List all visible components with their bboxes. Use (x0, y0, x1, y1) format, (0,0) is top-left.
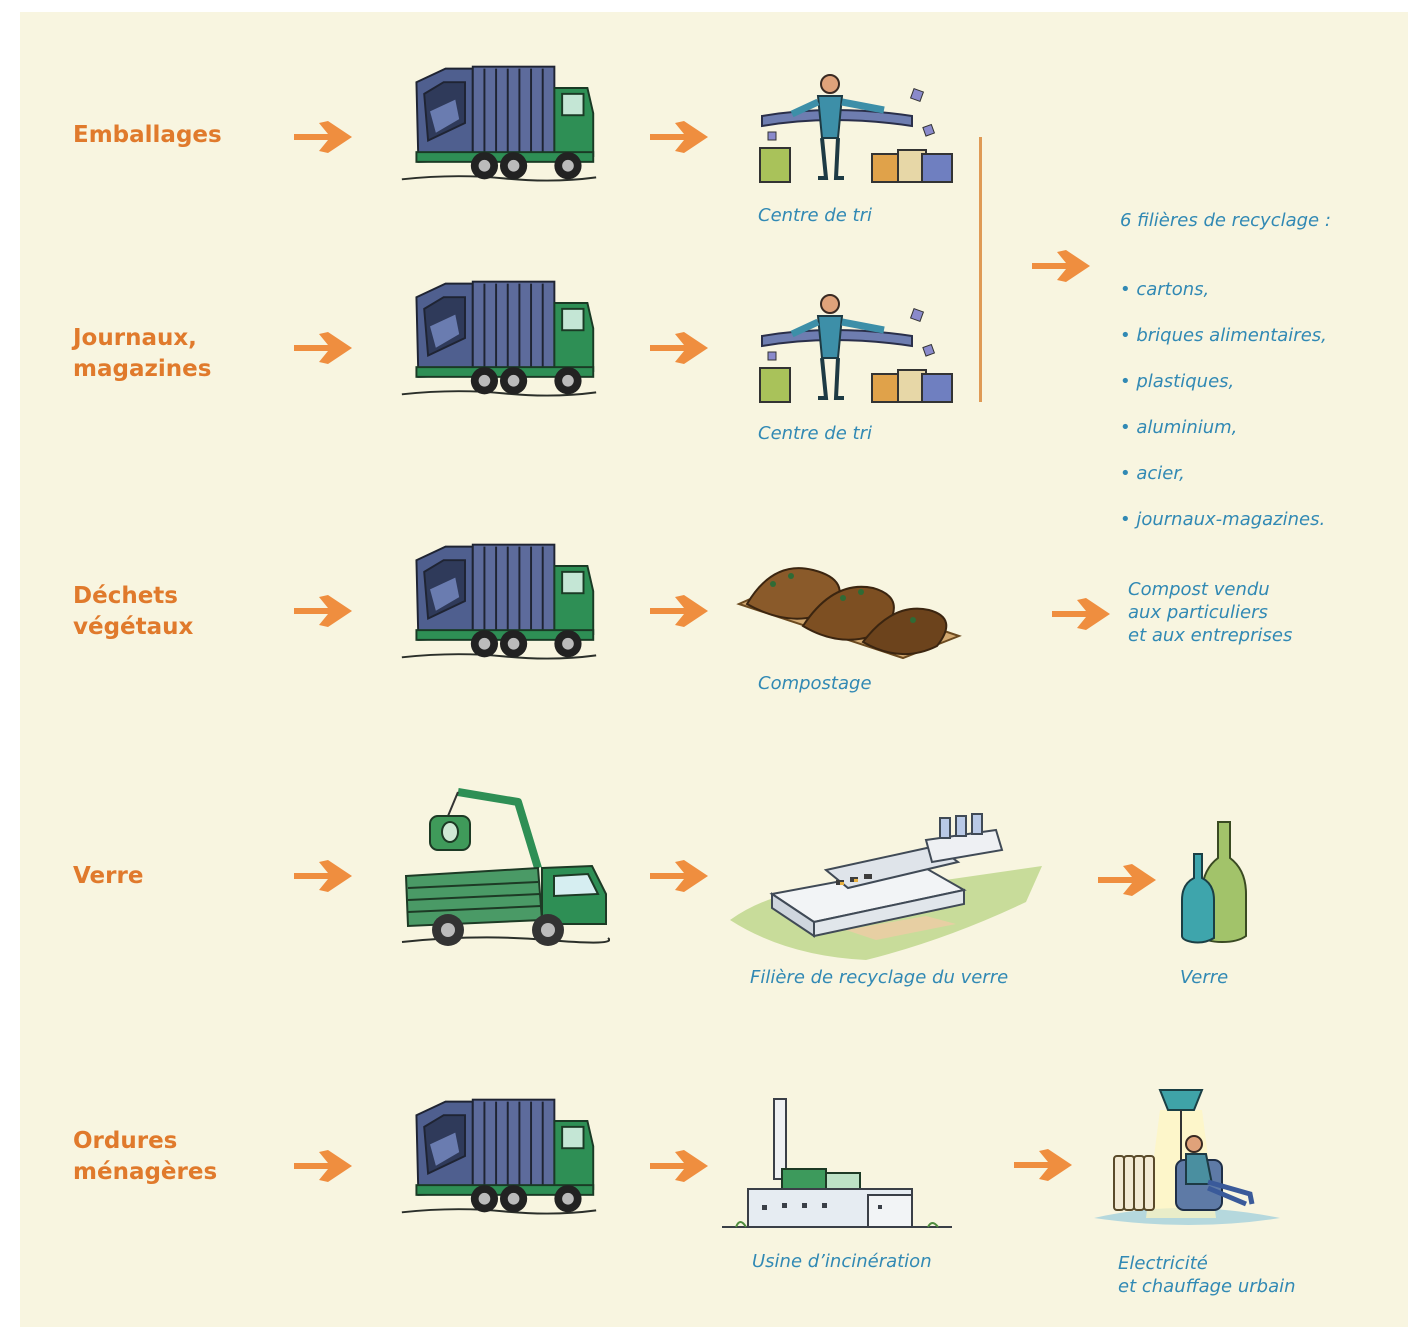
arrow-icon (292, 591, 354, 631)
caption-compostage: Compostage (758, 673, 872, 694)
garbage-truck-icon (392, 270, 606, 406)
glass-bottles-icon (1181, 821, 1247, 944)
recyclage-item: • aluminium, (1120, 417, 1238, 438)
recyclage-item: • briques alimentaires, (1120, 325, 1327, 346)
result-compost: Compost vendu aux particuliers et aux en… (1128, 579, 1293, 646)
heated-home-icon (1094, 1089, 1280, 1225)
recyclage-item: • journaux-magazines. (1120, 509, 1326, 530)
caption-filiere-verre: Filière de recyclage du verre (750, 967, 1009, 988)
arrow-icon (1096, 860, 1158, 900)
category-label-journaux: Journaux, magazines (73, 325, 212, 382)
caption-usine-incineration: Usine d’incinération (752, 1251, 932, 1272)
arrow-icon (292, 856, 354, 896)
arrow-icon (648, 1146, 710, 1186)
recyclage-item: • cartons, (1120, 279, 1210, 300)
arrow-icon (1012, 1145, 1074, 1185)
arrow-icon (648, 328, 710, 368)
arrow-icon (648, 856, 710, 896)
recyclage-list: 6 filières de recyclage : • cartons, • b… (1120, 186, 1331, 577)
caption-centre-de-tri: Centre de tri (758, 205, 872, 226)
arrow-icon (292, 328, 354, 368)
incineration-plant-icon (722, 1098, 952, 1228)
arrow-icon (292, 117, 354, 157)
recyclage-item: • acier, (1120, 463, 1185, 484)
category-label-emballages: Emballages (73, 122, 222, 148)
result-verre: Verre (1180, 967, 1229, 988)
garbage-truck-icon (392, 55, 606, 191)
arrow-icon (292, 1146, 354, 1186)
sorting-center-icon (752, 66, 962, 196)
grouping-line (979, 137, 982, 402)
caption-centre-de-tri: Centre de tri (758, 423, 872, 444)
glass-recycling-plant-icon (730, 813, 1042, 960)
category-label-verre: Verre (73, 863, 144, 889)
crane-truck-icon (401, 788, 610, 946)
recyclage-title: 6 filières de recyclage : (1120, 210, 1331, 231)
sorting-center-icon (752, 286, 962, 416)
arrow-icon (1030, 246, 1092, 286)
compost-rows-icon (736, 567, 962, 660)
category-label-ordures-menageres: Ordures ménagères (73, 1128, 218, 1185)
category-label-dechets-vegetaux: Déchets végétaux (73, 583, 194, 640)
arrow-icon (648, 591, 710, 631)
arrow-icon (648, 117, 710, 157)
recyclage-item: • plastiques, (1120, 371, 1235, 392)
result-electricite-chauffage: Electricité et chauffage urbain (1118, 1253, 1296, 1297)
garbage-truck-icon (392, 533, 606, 669)
garbage-truck-icon (392, 1088, 606, 1224)
arrow-icon (1050, 594, 1112, 634)
